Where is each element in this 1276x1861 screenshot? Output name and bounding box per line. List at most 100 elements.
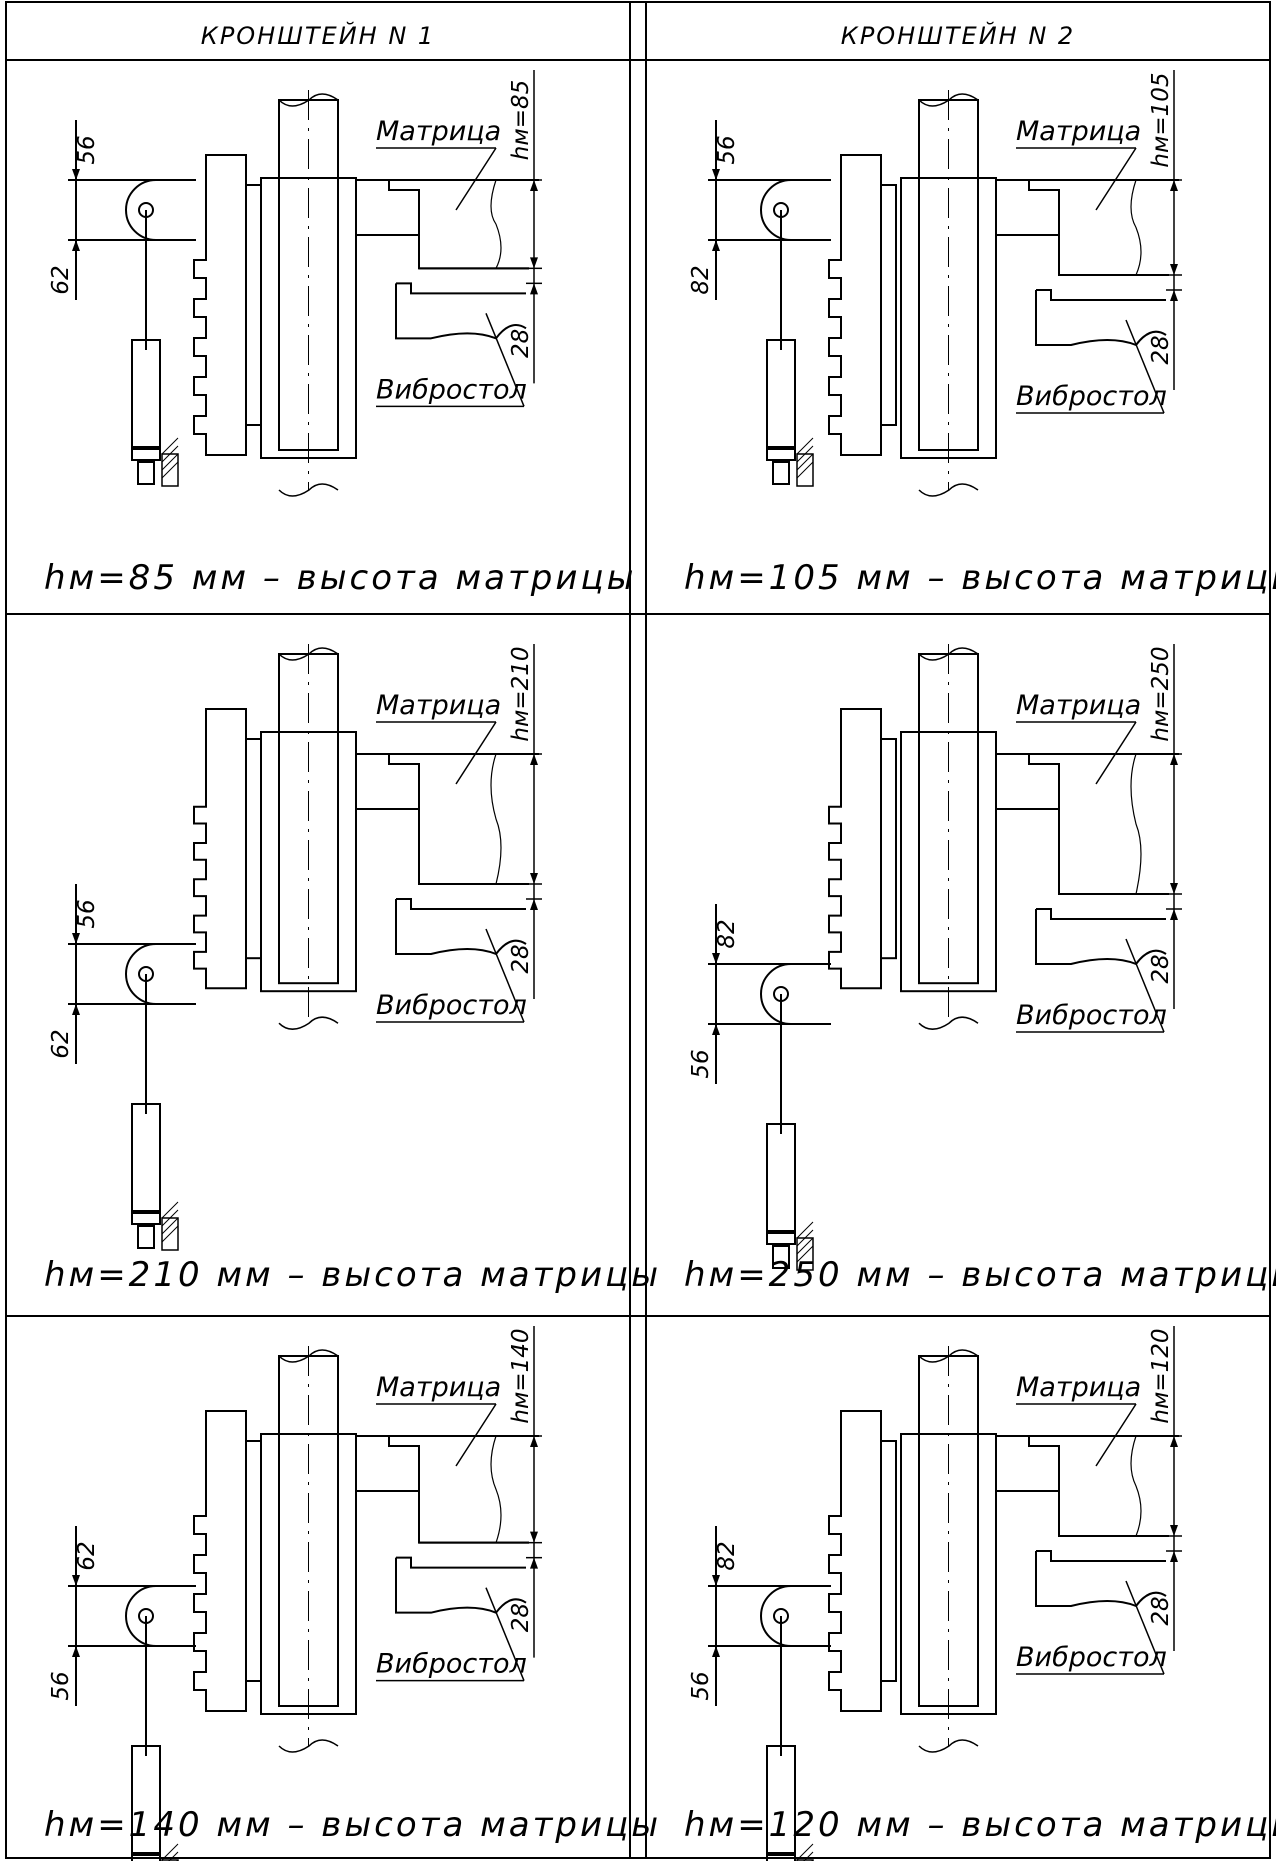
hatch-line [796, 1229, 814, 1247]
dim-label-28: 28 [508, 329, 534, 358]
shaft-break-bottom [918, 483, 979, 497]
dim-arrow-a [72, 169, 80, 180]
pivot-lug [760, 963, 831, 1025]
label-vibrotable: Вибростол [376, 1649, 527, 1680]
hatch-line [161, 461, 179, 479]
hatch-line [796, 445, 814, 463]
dim-arrow-b [72, 1004, 80, 1015]
vibrotable-body [1035, 289, 1167, 347]
matrix-holder [995, 753, 1169, 895]
damper-cylinder [766, 1123, 796, 1245]
shaft-break-top [278, 647, 339, 661]
hatch-line [161, 453, 179, 471]
bracket-spacer [880, 184, 897, 426]
hatch-line [161, 1843, 179, 1861]
pivot-lug [760, 179, 831, 241]
hatch-line [161, 437, 179, 455]
shaft-break-top [278, 93, 339, 107]
dim-label-b: 62 [48, 1029, 74, 1058]
leader-matrix [455, 147, 497, 211]
sheet-frame [5, 1, 1271, 1859]
dim-label-a: 56 [74, 135, 100, 164]
matrix-break [1130, 1435, 1142, 1537]
leader-vibrotable [1125, 1580, 1165, 1675]
bracket-spacer [245, 738, 262, 960]
dim-arrow-28 [530, 283, 538, 295]
hm-value-label: hм=140 [508, 1328, 534, 1423]
dim-arrow-28 [1170, 909, 1178, 920]
hm-arrow-bottom [1170, 1525, 1178, 1536]
leader-vibrotable [485, 928, 525, 1023]
hm-arrow-bottom [1170, 883, 1178, 894]
dim-arrow-a [72, 1575, 80, 1586]
leader-vibrotable [1125, 938, 1165, 1033]
vibrotable-body [1035, 1550, 1167, 1608]
dim-arrow-28 [1170, 290, 1178, 301]
label-matrix: Матрица [376, 116, 501, 147]
dim-arrow-a [712, 169, 720, 180]
bracket-spacer [245, 184, 262, 426]
hm-arrow-bottom [1170, 264, 1178, 275]
hatch-line [796, 1237, 814, 1255]
damper-bolt [772, 461, 790, 485]
damper-bolt [137, 461, 155, 485]
matrix-break [1130, 753, 1142, 895]
bracket-plate [828, 1410, 882, 1712]
dim-label-a: 56 [714, 135, 740, 164]
matrix-break [490, 753, 502, 885]
dim-label-b: 62 [48, 265, 74, 294]
pivot-lug [760, 1585, 831, 1647]
label-vibrotable: Вибростол [1016, 1000, 1167, 1031]
bracket-plate [193, 708, 247, 990]
leader-matrix [1095, 147, 1137, 211]
label-matrix: Матрица [376, 690, 501, 721]
label-vibrotable: Вибростол [376, 374, 527, 405]
leader-vibrotable [1125, 319, 1165, 414]
matrix-break [490, 1435, 502, 1543]
matrix-holder [355, 1435, 529, 1544]
dim-arrow-b [72, 240, 80, 251]
dim-label-b: 56 [688, 1049, 714, 1078]
hm-arrow-top [1170, 180, 1178, 191]
matrix-body [1029, 179, 1179, 276]
shaft-break-top [278, 1349, 339, 1363]
vibrotable-body [395, 282, 527, 340]
hm-value-label: hм=250 [1148, 646, 1174, 741]
header-bracket-1: КРОНШТЕЙН N 1 [201, 21, 435, 50]
matrix-body [1029, 1435, 1179, 1537]
hatch-line [796, 437, 814, 455]
column-clamp [260, 1433, 357, 1715]
leader-matrix [455, 721, 497, 785]
dim-arrow-b [712, 240, 720, 251]
hatch-line [161, 445, 179, 463]
damper-cylinder [131, 1745, 161, 1861]
shaft-break-bottom [278, 1739, 339, 1753]
column-clamp [260, 177, 357, 459]
hm-arrow-top [530, 180, 538, 191]
bracket-spacer [880, 738, 897, 960]
label-vibrotable: Вибростол [376, 990, 527, 1021]
label-matrix: Матрица [1016, 690, 1141, 721]
matrix-body [389, 179, 539, 270]
bracket-plate [828, 708, 882, 990]
matrix-holder [995, 179, 1169, 276]
dim-arrow-a [712, 1575, 720, 1586]
hm-arrow-bottom [530, 257, 538, 269]
leader-matrix [1095, 1403, 1137, 1467]
hatch-line [796, 1221, 814, 1239]
leader-vibrotable [485, 1587, 525, 1681]
shaft-break-top [918, 93, 979, 107]
hm-arrow-top [530, 1436, 538, 1447]
panel-caption: hм=120 мм – высота матрицы [684, 1805, 1276, 1845]
matrix-holder [995, 1435, 1169, 1537]
dim-arrow-b [72, 1646, 80, 1657]
dim-label-b: 82 [688, 265, 714, 294]
hatch-line [796, 1843, 814, 1861]
damper-cylinder [766, 1745, 796, 1861]
hm-arrow-top [1170, 754, 1178, 765]
label-matrix: Матрица [1016, 116, 1141, 147]
hatch-line [796, 461, 814, 479]
dim-label-b: 56 [48, 1671, 74, 1700]
